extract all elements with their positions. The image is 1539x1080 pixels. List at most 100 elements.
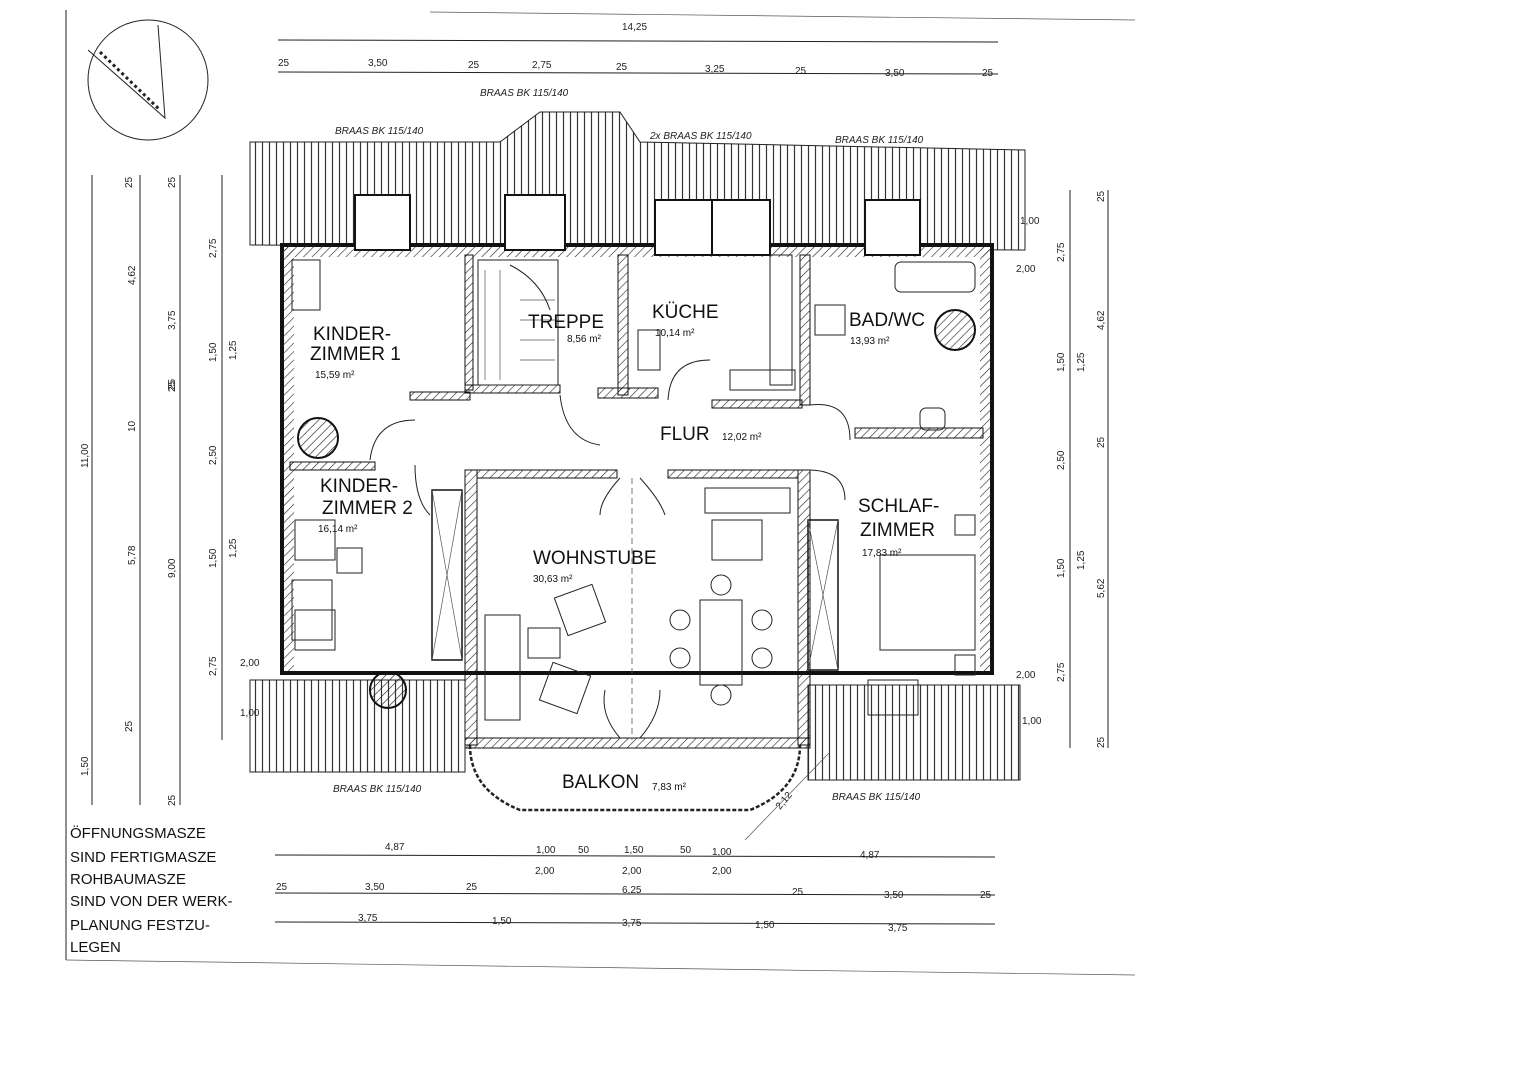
note-line-2: SIND FERTIGMASZE: [70, 849, 216, 866]
north-arrow-icon: [87, 19, 209, 141]
dim-top-4: 2,75: [532, 60, 552, 71]
dim-left-b3: 25: [167, 380, 178, 392]
dim-left-e1: 2,00: [240, 658, 260, 669]
dim-bottom-r1-7: 4,87: [860, 850, 880, 861]
dim-top-overall: 14,25: [622, 22, 647, 33]
dim-bottom-r3-5: 3,75: [888, 923, 908, 934]
dim-right-e1: 1,00: [1020, 216, 1040, 227]
room-wohn: WOHNSTUBE: [533, 548, 657, 569]
room-kinder1-area: 15,59 m²: [315, 370, 355, 381]
room-treppe-area: 8,56 m²: [567, 334, 602, 345]
note-line-6: LEGEN: [70, 939, 121, 956]
room-treppe: TREPPE: [528, 312, 604, 333]
room-kinder1-line2: ZIMMER 1: [310, 344, 401, 365]
dim-left-e2: 1,00: [240, 708, 260, 719]
dim-top-7: 25: [795, 66, 807, 77]
dim-right-s2: 25: [1096, 436, 1107, 448]
room-balkon-area: 7,83 m²: [652, 782, 687, 793]
room-kueche-area: 10,14 m²: [655, 328, 695, 339]
dim-right-ib1: 1,25: [1076, 352, 1087, 372]
dim-left-outer: 11,00: [80, 443, 91, 468]
dim-top-9: 25: [982, 68, 994, 79]
dim-bottom-r2-1: 25: [276, 882, 288, 893]
dim-left-e4: 25: [124, 720, 135, 732]
dim-right-s3: 25: [1096, 736, 1107, 748]
dim-left-i3: 2,50: [208, 445, 219, 465]
dim-left-e3: 1,50: [80, 756, 91, 776]
dim-bottom-r3-2: 1,50: [492, 916, 512, 927]
dim-left-i1: 2,75: [208, 238, 219, 258]
dim-left-b1: 25: [124, 176, 135, 188]
interior-walls: [289, 254, 984, 749]
dim-bottom-r1-5: 50: [680, 845, 692, 856]
dim-top-3: 25: [468, 60, 480, 71]
furniture: [291, 254, 976, 721]
dim-bottom-r2-6: 3,50: [884, 890, 904, 901]
dim-left-b4: 9,00: [167, 558, 178, 578]
dim-left-b5: 25: [167, 176, 178, 188]
dim-left-e6: 25: [167, 794, 178, 806]
dim-right-i2: 1,50: [1056, 352, 1067, 372]
dim-bottom-r2-5: 25: [792, 887, 804, 898]
roof-label-bottom-left: BRAAS BK 115/140: [333, 784, 422, 795]
dim-bottom-r1-4: 1,50: [624, 845, 644, 856]
roof-label-bottom-right: BRAAS BK 115/140: [832, 792, 921, 803]
dim-right-o1: 4,62: [1096, 310, 1107, 330]
note-line-5: PLANUNG FESTZU-: [70, 917, 210, 934]
dim-bottom-r1-1: 4,87: [385, 842, 405, 853]
dim-right-i5: 2,75: [1056, 662, 1067, 682]
dim-left-b2: 3,75: [167, 310, 178, 330]
roof-label-top-mid: 2x BRAAS BK 115/140: [649, 131, 752, 142]
dim-left-i5: 2,75: [208, 656, 219, 676]
dim-bottom-r2-7: 25: [980, 890, 992, 901]
roof-label-top-center: BRAAS BK 115/140: [480, 88, 569, 99]
dim-left-e5: 25: [167, 378, 178, 390]
room-flur: FLUR: [660, 424, 710, 445]
dim-left-ib1: 1,25: [228, 340, 239, 360]
room-kueche: KÜCHE: [652, 302, 719, 323]
dim-bottom-r2-2: 3,50: [365, 882, 385, 893]
dim-bottom-r3-3: 3,75: [622, 918, 642, 929]
roof-label-top-right: BRAAS BK 115/140: [835, 135, 924, 146]
dim-top-5: 25: [616, 62, 628, 73]
dim-left-ib2: 1,25: [228, 538, 239, 558]
room-schlaf-line1: SCHLAF-: [858, 496, 939, 517]
dim-top-8: 3,50: [885, 68, 905, 79]
dim-right-o2: 5,62: [1096, 578, 1107, 598]
dim-left-a3: 5,78: [127, 545, 138, 565]
dormer-windows: [354, 194, 921, 256]
dimension-lines: [91, 39, 1109, 925]
dim-right-e3: 2,00: [1016, 670, 1036, 681]
dim-right-i1: 2,75: [1056, 242, 1067, 262]
roof-label-top-left: BRAAS BK 115/140: [335, 126, 424, 137]
dim-left-a2: 10: [127, 420, 138, 432]
dim-left-a1: 4,62: [127, 265, 138, 285]
room-wohn-area: 30,63 m²: [533, 574, 573, 585]
note-line-1: ÖFFNUNGSMASZE: [70, 824, 206, 842]
dim-top-6: 3,25: [705, 64, 725, 75]
room-kinder2-area: 16,14 m²: [318, 524, 358, 535]
room-schlaf-line2: ZIMMER: [860, 520, 935, 541]
dim-right-s1: 25: [1096, 190, 1107, 202]
room-flur-area: 12,02 m²: [722, 432, 762, 443]
dim-bottom-r1b-1: 2,00: [535, 866, 555, 877]
dim-right-i3: 2,50: [1056, 450, 1067, 470]
room-schlaf-area: 17,83 m²: [862, 548, 902, 559]
dim-bottom-r1b-3: 2,00: [712, 866, 732, 877]
dim-bottom-r3-4: 1,50: [755, 920, 775, 931]
room-kinder2-line2: ZIMMER 2: [322, 498, 413, 519]
staircase: [477, 259, 559, 386]
room-kinder1-line1: KINDER-: [313, 324, 391, 345]
room-bad-area: 13,93 m²: [850, 336, 890, 347]
dim-bottom-r1-2: 1,00: [536, 845, 556, 856]
dim-right-i4: 1,50: [1056, 558, 1067, 578]
page-frame: [65, 10, 1136, 976]
dim-bottom-r1-3: 50: [578, 845, 590, 856]
exterior-walls: [280, 243, 994, 675]
room-bad: BAD/WC: [849, 310, 925, 331]
dim-right-ib2: 1,25: [1076, 550, 1087, 570]
dim-top-2: 3,50: [368, 58, 388, 69]
dim-right-e4: 1,00: [1022, 716, 1042, 727]
dim-bottom-r1b-2: 2,00: [622, 866, 642, 877]
